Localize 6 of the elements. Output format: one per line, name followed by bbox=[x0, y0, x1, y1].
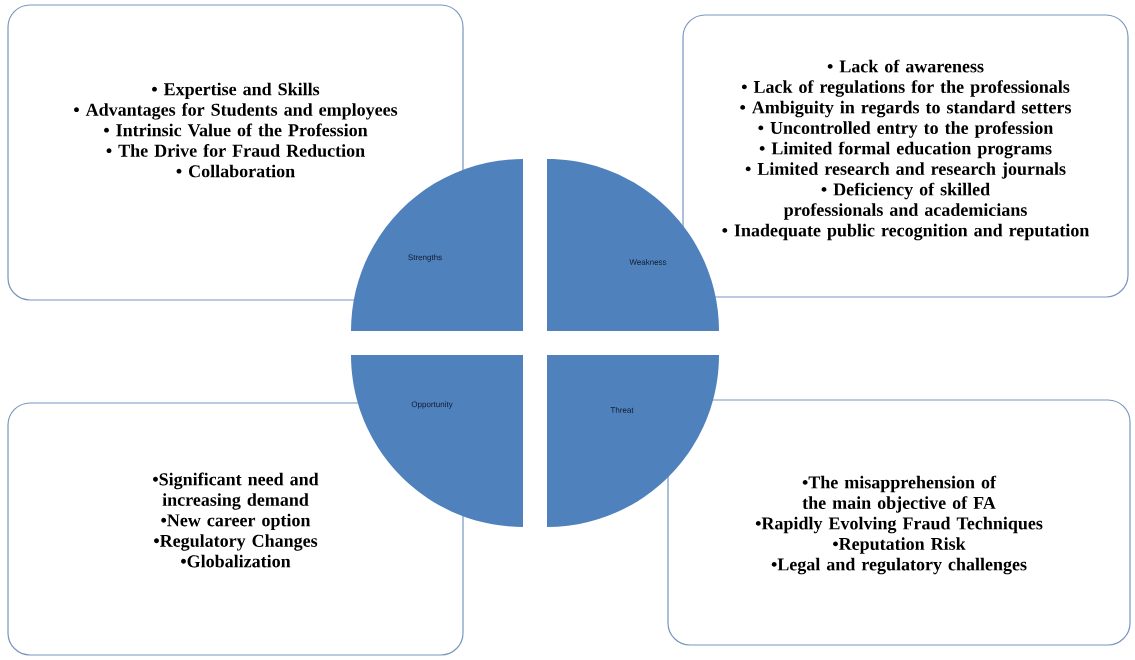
pie-wedge: Weakness bbox=[547, 159, 719, 331]
text-box: •The misapprehension of the main objective of FA •Rapidly Evolving Fraud Techniques •Reputation Risk •Legal and regulatory challenges bbox=[667, 399, 1131, 646]
pie-wedge: Strengths bbox=[351, 159, 523, 331]
pie-wedge: Threat bbox=[547, 355, 719, 527]
text-box: • Lack of awareness • Lack of regulations for the professionals • Ambiguity in regards to standard setters • Uncontrolled entry to the profession • Limited formal education programs • Limited research and research journals • Deficiency of skilled professionals and academicians • Inadequate public recognition and reputation bbox=[682, 14, 1129, 298]
pie-wedge: Opportunity bbox=[351, 355, 523, 527]
